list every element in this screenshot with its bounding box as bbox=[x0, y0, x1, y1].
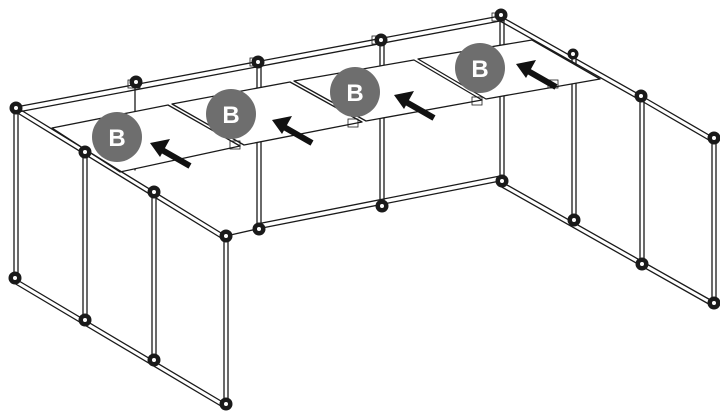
part-b-badge: B bbox=[92, 112, 142, 162]
connector bbox=[9, 101, 23, 115]
part-b-label: B bbox=[108, 125, 125, 152]
part-b-label: B bbox=[346, 80, 363, 107]
front-walls bbox=[13, 106, 258, 410]
arrow-icon bbox=[150, 139, 192, 169]
connector bbox=[494, 8, 508, 22]
part-b-badge: B bbox=[330, 67, 380, 117]
connector bbox=[635, 257, 649, 271]
connector bbox=[707, 131, 720, 145]
connector bbox=[219, 229, 233, 243]
connector bbox=[567, 213, 581, 227]
connector bbox=[78, 313, 92, 327]
connector bbox=[251, 55, 265, 69]
arrow-icon bbox=[394, 91, 436, 121]
connectors bbox=[8, 8, 720, 411]
connector bbox=[707, 296, 720, 310]
part-badges: B B B B bbox=[92, 43, 505, 162]
connector bbox=[374, 33, 388, 47]
connector bbox=[147, 353, 161, 367]
connector bbox=[375, 199, 389, 213]
part-b-label: B bbox=[222, 102, 239, 129]
connector bbox=[567, 48, 579, 60]
connector bbox=[147, 185, 161, 199]
connector bbox=[252, 222, 266, 236]
connector bbox=[78, 145, 92, 159]
connector bbox=[219, 397, 233, 411]
arrow-icon bbox=[272, 116, 314, 146]
connector bbox=[8, 271, 22, 285]
part-b-label: B bbox=[471, 56, 488, 83]
part-b-badge: B bbox=[455, 43, 505, 93]
part-b-badge: B bbox=[206, 89, 256, 139]
right-side-wall bbox=[499, 53, 717, 308]
connector bbox=[634, 89, 648, 103]
insertion-arrows bbox=[150, 60, 558, 169]
connector bbox=[495, 174, 509, 188]
connector bbox=[129, 75, 143, 89]
arrow-icon bbox=[516, 60, 558, 90]
